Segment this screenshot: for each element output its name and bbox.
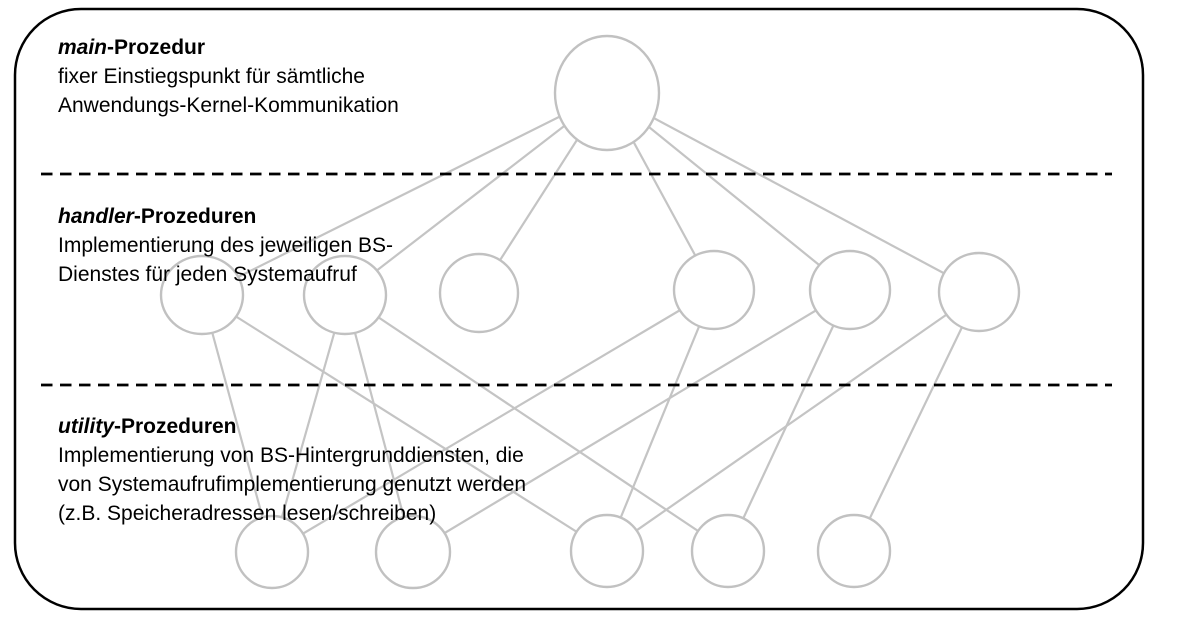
handler-procedures-title-rest: -Prozeduren	[133, 205, 257, 228]
node-utility-1	[234, 514, 310, 590]
edge-handler-2-utility-4	[344, 294, 729, 552]
node-main-procedure	[553, 34, 661, 152]
edge-main-procedure-handler-6	[606, 92, 980, 293]
node-utility-2	[374, 514, 452, 590]
handler-procedures-title: handler-Prozeduren	[58, 202, 393, 231]
main-procedure-title-italic: main	[58, 36, 108, 59]
handler-procedures-label: handler-Prozeduren Implementierung des j…	[58, 202, 393, 289]
edge-handler-1-utility-1	[200, 294, 274, 553]
edge-handler-5-utility-2	[412, 289, 851, 553]
edge-handler-6-utility-3	[606, 291, 980, 552]
edge-handler-2-utility-2	[343, 294, 415, 553]
edge-handler-6-utility-5	[853, 291, 980, 552]
edge-handler-5-utility-4	[727, 289, 851, 552]
main-procedure-description-line: Anwendungs-Kernel-Kommunikation	[58, 94, 399, 117]
node-utility-4	[690, 513, 766, 589]
node-handler-4	[672, 249, 756, 331]
node-utility-5	[816, 513, 892, 589]
node-utility-3	[569, 513, 645, 589]
utility-procedures-description-line: (z.B. Speicheradressen lesen/schreiben)	[58, 502, 437, 525]
main-procedure-title: main-Prozedur	[58, 33, 399, 62]
edge-main-procedure-handler-1	[201, 92, 608, 296]
node-handler-2	[302, 254, 388, 336]
handler-procedures-description-line: Implementierung des jeweiligen BS-	[58, 234, 394, 257]
edge-main-procedure-handler-2	[344, 92, 608, 296]
edge-handler-1-utility-3	[201, 294, 608, 552]
edge-handler-2-utility-1	[270, 294, 347, 553]
utility-procedures-title-rest: -Prozeduren	[114, 415, 237, 438]
utility-procedures-description-line: Implementierung von BS-Hintergrunddienst…	[58, 444, 524, 467]
utility-procedures-title-italic: utility	[58, 415, 114, 438]
main-procedure-label: main-Prozedur fixer Einstiegspunkt für s…	[58, 33, 399, 120]
handler-procedures-description-line: Dienstes für jeden Systemaufruf	[58, 263, 357, 286]
node-handler-1	[159, 254, 245, 336]
main-procedure-title-rest: -Prozedur	[107, 36, 206, 59]
edge-handler-4-utility-1	[271, 289, 715, 553]
utility-procedures-description-line: von Systemaufrufimplementierung genutzt …	[58, 473, 527, 496]
main-procedure-description-line: fixer Einstiegspunkt für sämtliche	[58, 65, 365, 88]
utility-procedures-title: utility-Prozeduren	[58, 412, 526, 441]
node-handler-3	[438, 252, 520, 334]
node-handler-5	[808, 249, 892, 331]
utility-procedures-label: utility-Prozeduren Implementierung von B…	[58, 412, 526, 528]
outer-border	[13, 7, 1145, 611]
node-handler-6	[937, 251, 1021, 333]
edge-handler-4-utility-3	[605, 289, 716, 552]
handler-procedures-title-italic: handler	[58, 205, 134, 228]
